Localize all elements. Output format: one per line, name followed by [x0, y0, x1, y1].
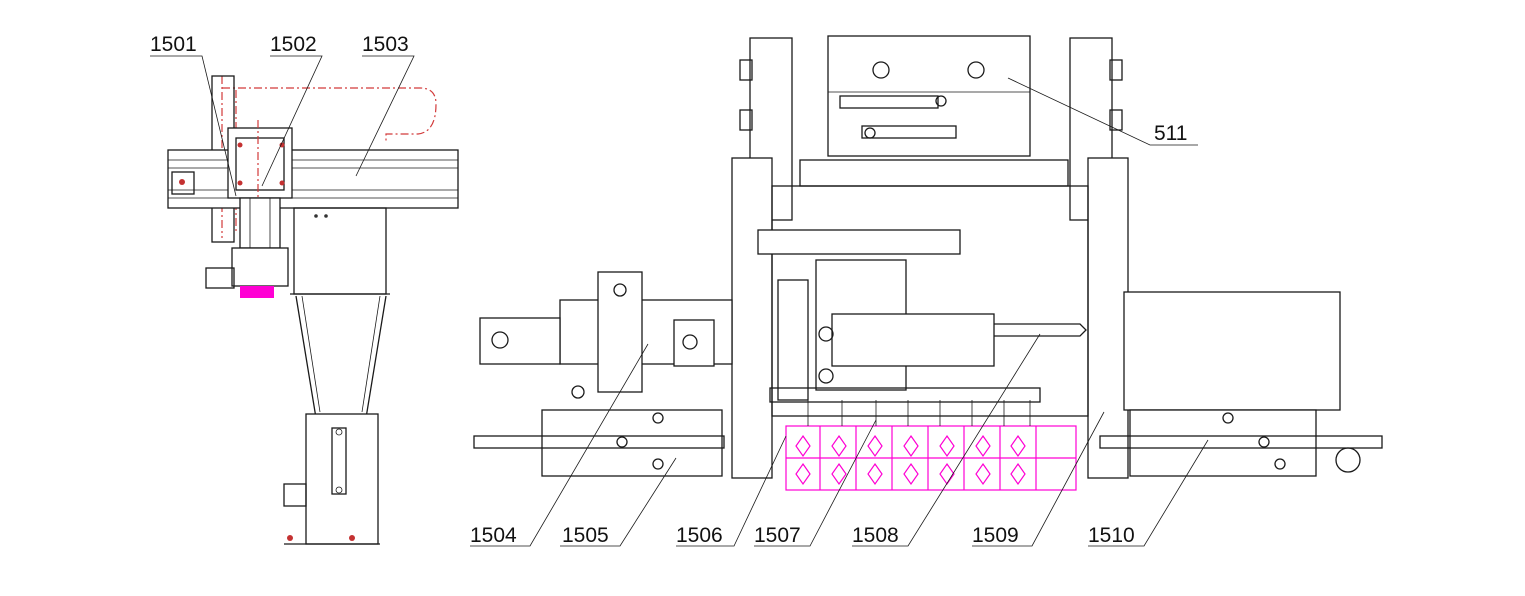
gripped-parts: [240, 286, 274, 298]
left-feeder: [473, 271, 733, 477]
right-front-view: [473, 35, 1383, 491]
leader-511: [1007, 77, 1198, 146]
callout-1505: 1505: [562, 524, 609, 547]
leader-1501: [150, 55, 237, 197]
leader-1508: [852, 333, 1041, 547]
cross-shaft: [799, 159, 1069, 187]
hopper: [295, 295, 387, 419]
left-side-view: [167, 75, 459, 545]
leader-1505: [560, 457, 677, 547]
motor-box: [1123, 291, 1341, 411]
leader-1509: [972, 411, 1105, 547]
cylinder-1508: [831, 313, 995, 367]
leader-lines: [150, 55, 1209, 547]
column: [293, 207, 387, 295]
callout-1502: 1502: [270, 33, 317, 56]
upper-plate: [757, 229, 961, 255]
rail-1503: [167, 149, 459, 209]
leader-1503: [355, 55, 415, 177]
callout-1507: 1507: [754, 524, 801, 547]
callout-1506: 1506: [676, 524, 723, 547]
frame-left: [731, 157, 773, 479]
lower-body: [305, 413, 379, 545]
leader-1502: [261, 55, 323, 187]
workpieces-1507: [785, 425, 1077, 491]
callout-511: 511: [1154, 122, 1187, 145]
callout-1503: 1503: [362, 33, 409, 56]
leader-1510: [1088, 439, 1209, 547]
feeder-rail-1505: [541, 409, 723, 477]
callout-1509: 1509: [972, 524, 1019, 547]
vertical-ram: [239, 197, 281, 249]
leader-1507: [754, 419, 877, 547]
gripper-head: [231, 247, 289, 287]
leader-1504: [470, 343, 649, 547]
leader-1506: [676, 435, 787, 547]
callout-1504: 1504: [470, 524, 517, 547]
frame-right: [1087, 157, 1129, 479]
callout-1508: 1508: [852, 524, 899, 547]
right-feeder: [1099, 291, 1383, 477]
callout-1501: 1501: [150, 33, 197, 56]
callout-1510: 1510: [1088, 524, 1135, 547]
